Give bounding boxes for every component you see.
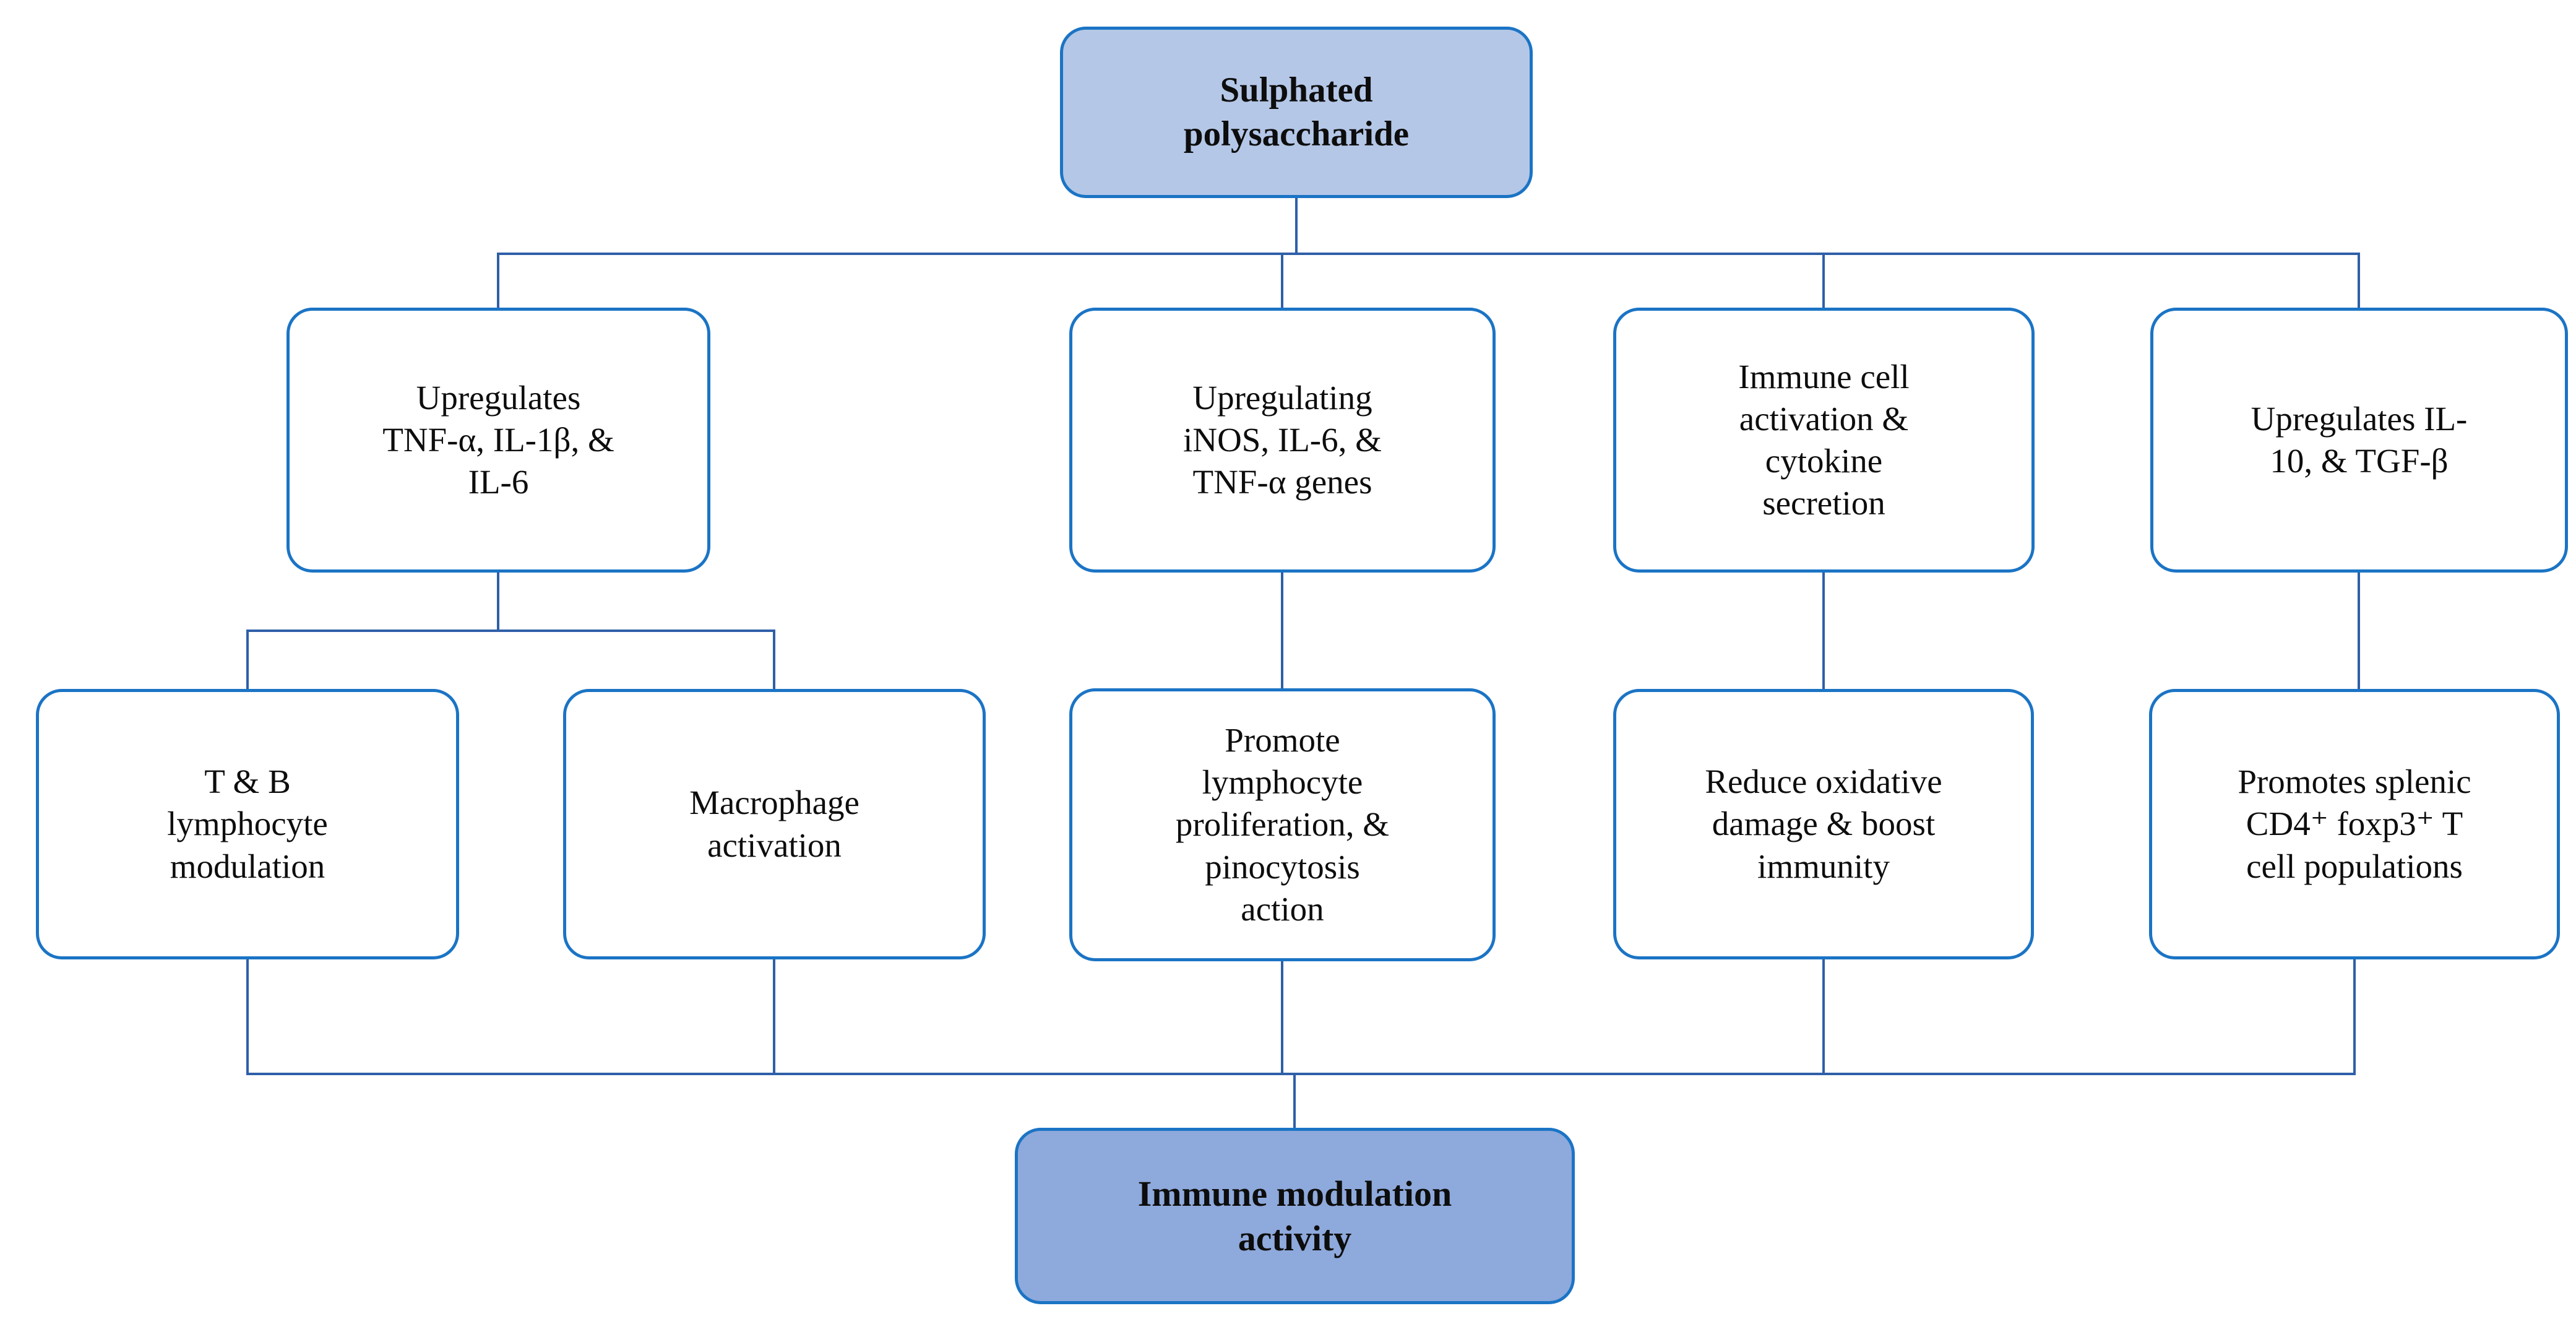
node-promotes-splenic-cd4-foxp3-t-cells: Promotes splenic CD4⁺ foxp3⁺ T cell popu…	[2149, 689, 2560, 959]
connector-l2-1-down	[246, 959, 249, 1075]
connector-l2-2-down	[773, 959, 775, 1075]
connector-drop-l2-1	[246, 630, 249, 689]
connector-l1-2-to-l2-3	[1281, 573, 1283, 688]
node-sulphated-polysaccharide: Sulphated polysaccharide	[1060, 27, 1533, 198]
connector-root-drop	[1295, 198, 1298, 255]
node-macrophage-activation: Macrophage activation	[563, 689, 986, 959]
connector-l2-4-down	[1822, 959, 1825, 1075]
connector-drop-l2-2	[773, 630, 775, 689]
connector-spread-horizontal	[497, 253, 2360, 255]
connector-drop-l1-4	[2358, 253, 2360, 308]
connector-sink-drop	[1293, 1073, 1296, 1128]
connector-branch-horizontal	[246, 630, 775, 632]
connector-l2-3-down	[1281, 961, 1283, 1075]
connector-drop-l1-2	[1281, 253, 1283, 308]
node-t-b-lymphocyte-modulation: T & B lymphocyte modulation	[36, 689, 459, 959]
node-upregulates-tnf-il1b-il6: Upregulates TNF-α, IL-1β, & IL-6	[286, 308, 710, 573]
node-reduce-oxidative-damage-boost-immunity: Reduce oxidative damage & boost immunity	[1613, 689, 2034, 959]
connector-l1-4-to-l2-5	[2358, 573, 2360, 689]
node-immune-modulation-activity: Immune modulation activity	[1015, 1128, 1575, 1304]
connector-l1-3-to-l2-4	[1822, 573, 1825, 689]
node-upregulates-il10-tgfb: Upregulates IL- 10, & TGF-β	[2150, 308, 2568, 573]
connector-drop-l1-1	[497, 253, 499, 308]
node-immune-cell-activation-cytokine-secretion: Immune cell activation & cytokine secret…	[1613, 308, 2035, 573]
connector-l1-1-down	[497, 573, 499, 631]
connector-l2-5-down	[2353, 959, 2356, 1075]
connector-merge-horizontal	[246, 1073, 2356, 1075]
node-promote-lymphocyte-proliferation-pinocytosis: Promote lymphocyte proliferation, & pino…	[1069, 688, 1496, 961]
node-upregulating-inos-il6-tnf-genes: Upregulating iNOS, IL-6, & TNF-α genes	[1069, 308, 1496, 573]
connector-drop-l1-3	[1822, 253, 1825, 308]
